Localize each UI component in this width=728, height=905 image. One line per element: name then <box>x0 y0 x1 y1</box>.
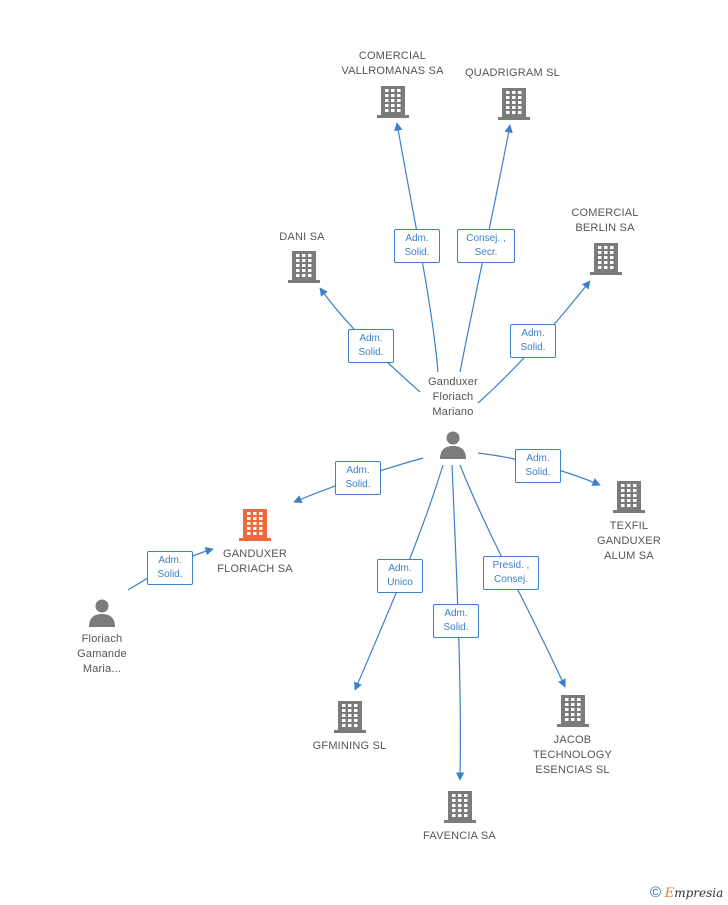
node-texfil-ganduxer-alum[interactable]: TEXFIL GANDUXER ALUM SA <box>584 480 674 566</box>
edge-badge-berlin[interactable]: Adm.Solid. <box>510 324 556 358</box>
edge-badge-quadrigram[interactable]: Consej. ,Secr. <box>457 229 515 263</box>
node-quadrigram[interactable]: QUADRIGRAM SL <box>455 66 570 122</box>
building-icon <box>377 86 409 118</box>
empresia-logo: © Empresia <box>650 884 724 901</box>
node-gfmining[interactable]: GFMINING SL <box>302 700 397 756</box>
node-label: JACOB TECHNOLOGY ESENCIAS SL <box>532 734 612 776</box>
edge-badge-jacob[interactable]: Presid. ,Consej. <box>483 556 539 590</box>
edge-badge-floriach-gamande[interactable]: Adm.Solid. <box>147 551 193 585</box>
edge-badge-dani[interactable]: Adm.Solid. <box>348 329 394 363</box>
building-icon <box>334 701 366 733</box>
node-label: Ganduxer Floriach Mariano <box>428 376 478 418</box>
edge-badge-vallromanas[interactable]: Adm.Solid. <box>394 229 440 263</box>
person-icon <box>440 431 466 459</box>
person-icon <box>89 599 115 627</box>
node-dani[interactable]: DANI SA <box>262 230 342 286</box>
node-label: COMERCIAL BERLIN SA <box>571 207 639 234</box>
edge-badge-texfil[interactable]: Adm.Solid. <box>515 449 561 483</box>
building-icon <box>613 481 645 513</box>
building-icon <box>590 243 622 275</box>
building-icon <box>288 251 320 283</box>
building-icon <box>557 695 589 727</box>
node-jacob-technology[interactable]: JACOB TECHNOLOGY ESENCIAS SL <box>520 694 625 780</box>
node-label: TEXFIL GANDUXER ALUM SA <box>597 520 661 562</box>
node-label: GANDUXER FLORIACH SA <box>217 548 293 575</box>
node-comercial-berlin[interactable]: COMERCIAL BERLIN SA <box>560 206 650 278</box>
building-icon <box>444 791 476 823</box>
node-label: FAVENCIA SA <box>423 830 496 842</box>
node-floriach-gamande-maria[interactable]: Floriach Gamande Maria... <box>52 598 152 678</box>
building-icon <box>239 509 271 541</box>
node-favencia[interactable]: FAVENCIA SA <box>412 790 507 846</box>
node-ganduxer-floriach-mariano[interactable]: Ganduxer Floriach Mariano <box>403 375 503 465</box>
building-icon <box>498 88 530 120</box>
node-label: Floriach Gamande Maria... <box>77 633 127 675</box>
edge-badge-favencia[interactable]: Adm.Solid. <box>433 604 479 638</box>
edge-badge-ganduxer-floriach[interactable]: Adm.Solid. <box>335 461 381 495</box>
node-label: DANI SA <box>279 231 325 243</box>
node-label: GFMINING SL <box>312 740 387 752</box>
edge-badge-gfmining[interactable]: Adm.Unico <box>377 559 423 593</box>
node-label: COMERCIAL VALLROMANAS SA <box>341 50 444 77</box>
node-label: QUADRIGRAM SL <box>465 67 560 79</box>
node-ganduxer-floriach-sa[interactable]: GANDUXER FLORIACH SA <box>205 508 305 580</box>
node-comercial-vallromanas[interactable]: COMERCIAL VALLROMANAS SA <box>330 49 455 121</box>
